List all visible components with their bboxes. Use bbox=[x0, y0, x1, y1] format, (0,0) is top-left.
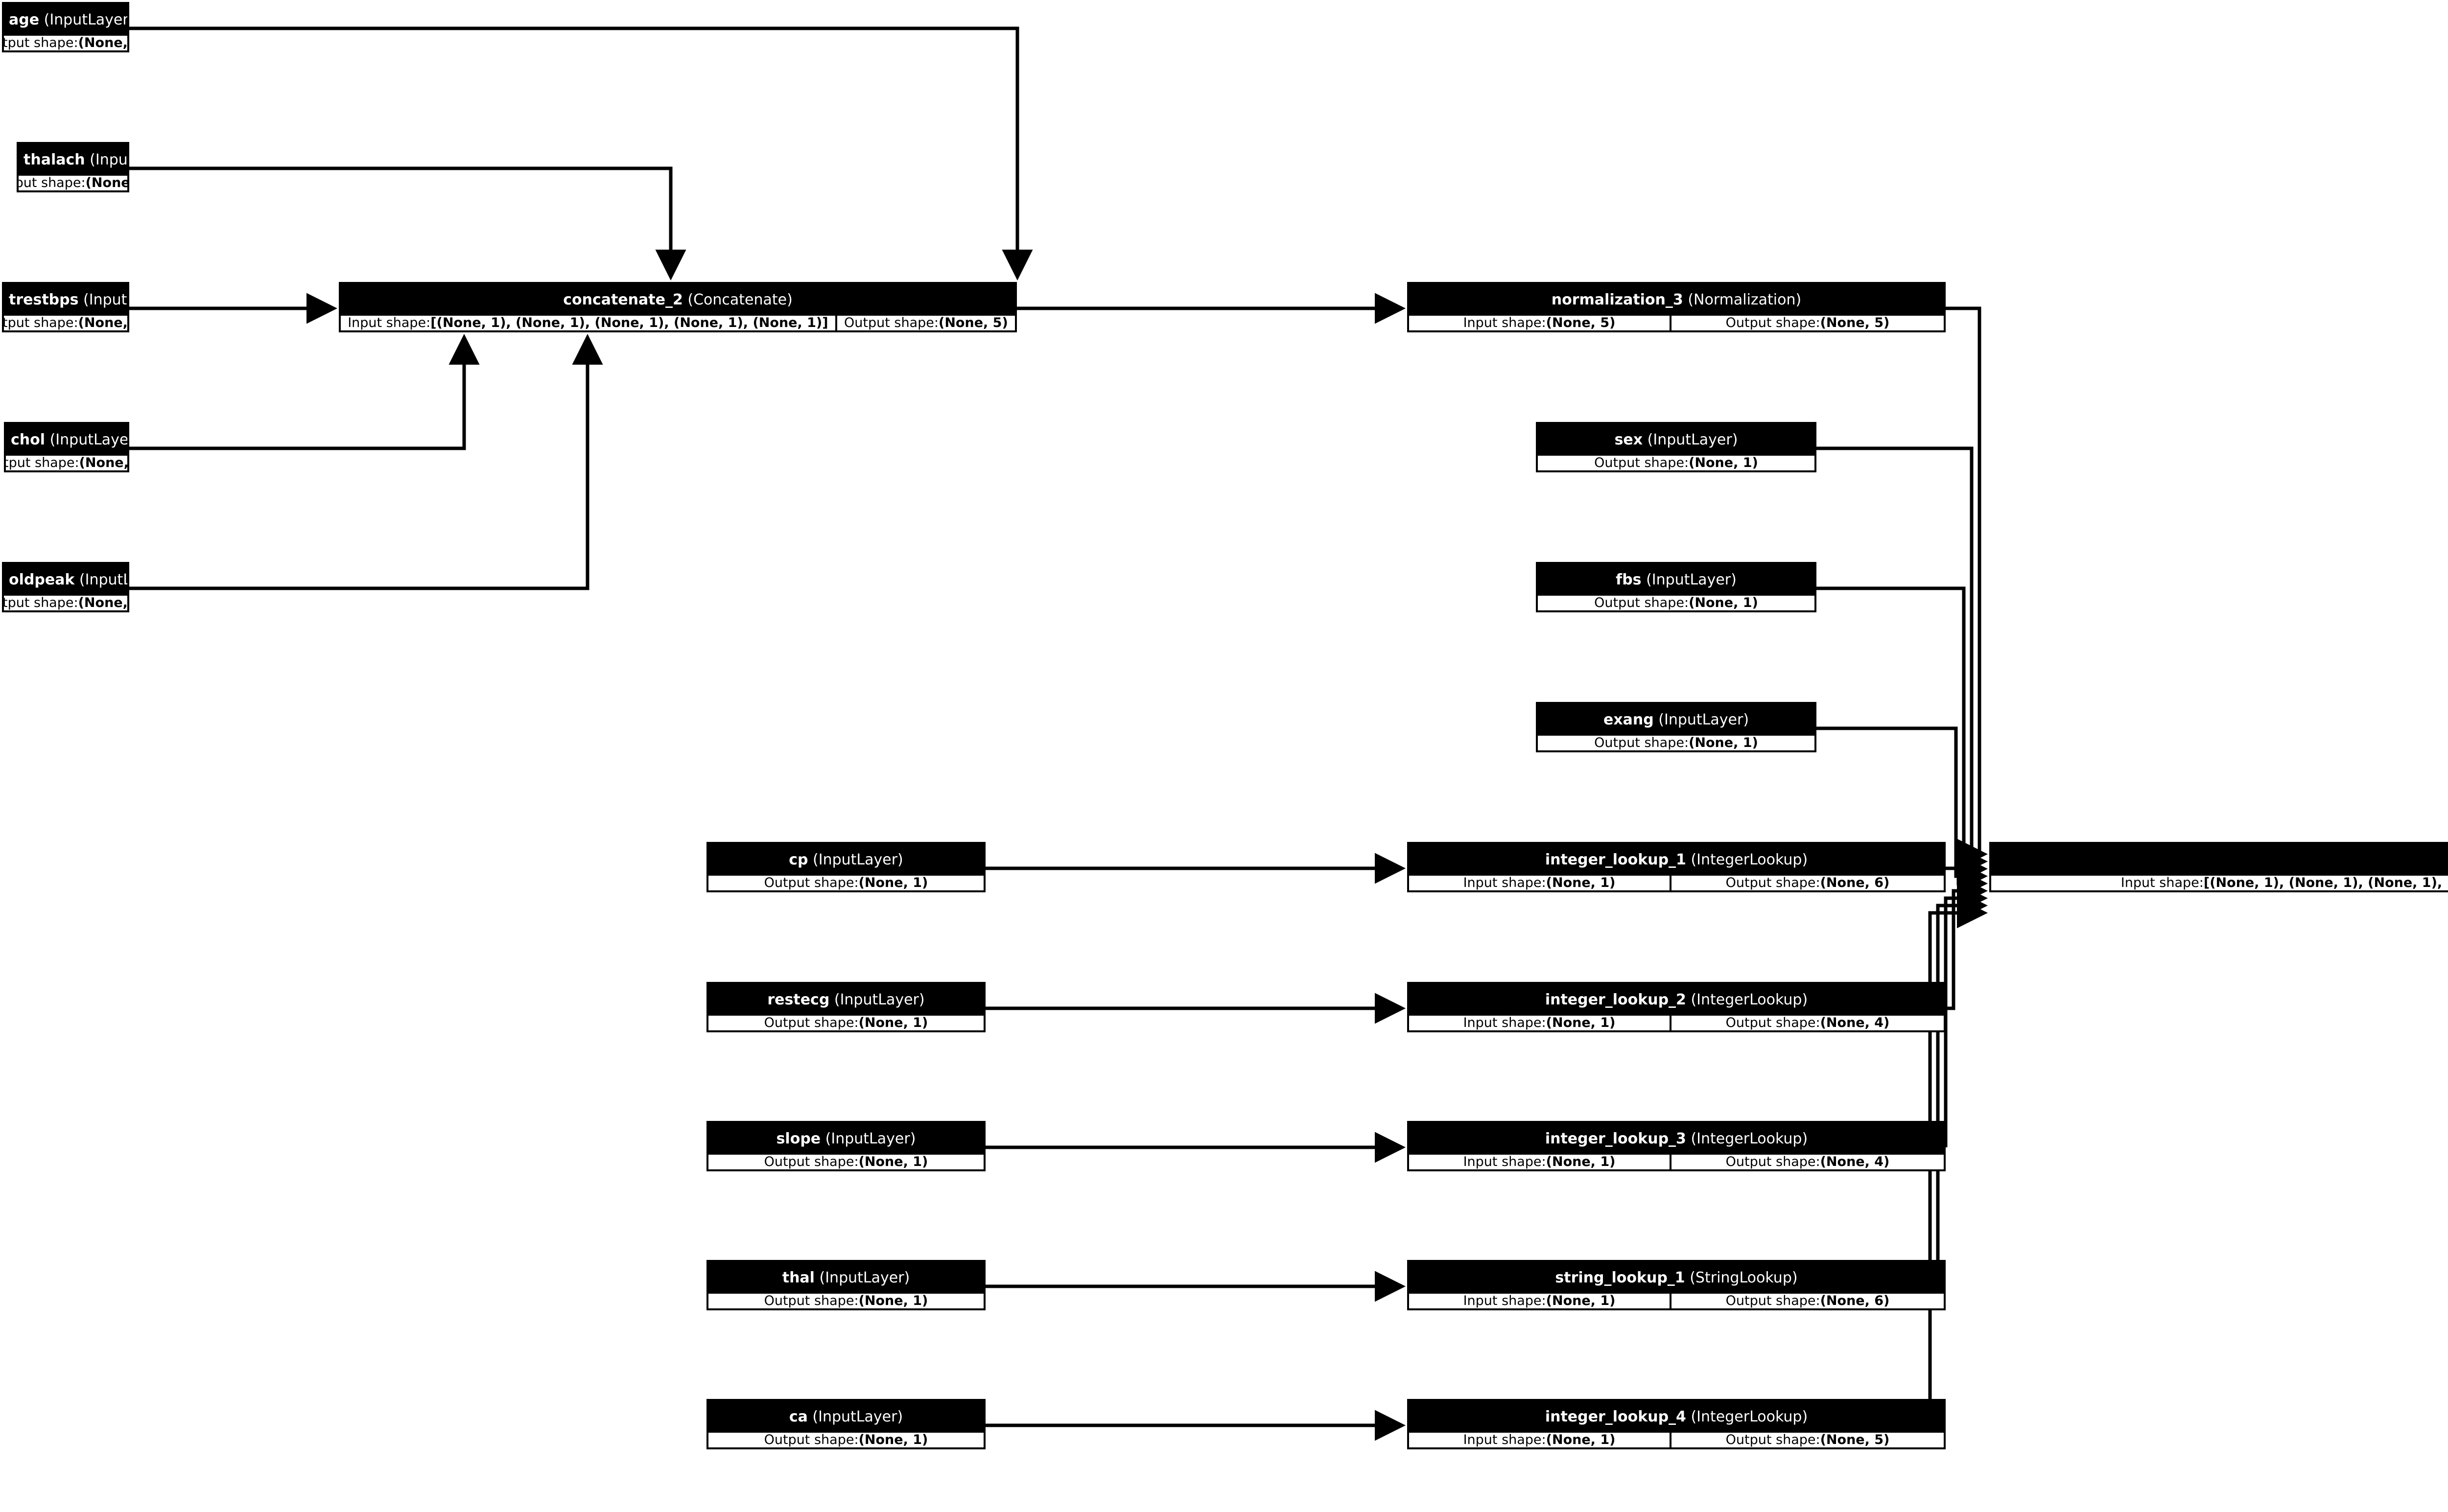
layer-title-thalach: thalach (InputLayer) bbox=[19, 144, 127, 176]
layer-shapes-concatenate_2: Input shape: [(None, 1), (None, 1), (Non… bbox=[341, 316, 1015, 330]
layer-node-concatenate_3: concatenate_3 (Concatenate)Input shape: … bbox=[1989, 842, 2448, 892]
layer-node-sex: sex (InputLayer)Output shape: (None, 1) bbox=[1536, 422, 1816, 472]
edge-chol-to-concatenate2 bbox=[129, 334, 480, 450]
layer-shapes-normalization_3: Input shape: (None, 5)Output shape: (Non… bbox=[1409, 316, 1944, 330]
layer-shapes-chol: Output shape: (None, 1) bbox=[6, 456, 127, 470]
output-shape-string_lookup_1: Output shape: (None, 6) bbox=[1671, 1294, 1944, 1308]
layer-node-slope: slope (InputLayer)Output shape: (None, 1… bbox=[706, 1121, 986, 1171]
edge-integerlookup2-to-concatenate3 bbox=[1946, 875, 1988, 1010]
input-shape-concatenate_3: Input shape: [(None, 1), (None, 1), (Non… bbox=[1991, 876, 2448, 890]
layer-title-integer_lookup_4: integer_lookup_4 (IntegerLookup) bbox=[1409, 1401, 1944, 1433]
layer-shapes-exang: Output shape: (None, 1) bbox=[1538, 736, 1814, 750]
layer-node-trestbps: trestbps (InputLayer)Output shape: (None… bbox=[2, 282, 129, 332]
output-shape-sex: Output shape: (None, 1) bbox=[1538, 456, 1814, 470]
output-shape-thalach: Output shape: (None, 1) bbox=[19, 176, 127, 190]
layer-node-thal: thal (InputLayer)Output shape: (None, 1) bbox=[706, 1260, 986, 1310]
output-shape-oldpeak: Output shape: (None, 1) bbox=[4, 596, 127, 610]
input-shape-integer_lookup_1: Input shape: (None, 1) bbox=[1409, 876, 1670, 890]
edge-age-to-concatenate2 bbox=[129, 26, 1033, 280]
output-shape-chol: Output shape: (None, 1) bbox=[6, 456, 127, 470]
output-shape-exang: Output shape: (None, 1) bbox=[1538, 736, 1814, 750]
layer-node-age: age (InputLayer)Output shape: (None, 1) bbox=[2, 2, 129, 52]
layer-title-chol: chol (InputLayer) bbox=[6, 424, 127, 456]
edge-oldpeak-to-concatenate2 bbox=[129, 334, 603, 590]
layer-title-integer_lookup_3: integer_lookup_3 (IntegerLookup) bbox=[1409, 1123, 1944, 1155]
output-shape-integer_lookup_2: Output shape: (None, 4) bbox=[1671, 1016, 1944, 1030]
layer-shapes-fbs: Output shape: (None, 1) bbox=[1538, 596, 1814, 610]
layer-title-exang: exang (InputLayer) bbox=[1538, 704, 1814, 736]
layer-node-fbs: fbs (InputLayer)Output shape: (None, 1) bbox=[1536, 562, 1816, 612]
layer-node-integer_lookup_4: integer_lookup_4 (IntegerLookup)Input sh… bbox=[1407, 1399, 1946, 1449]
layer-title-integer_lookup_1: integer_lookup_1 (IntegerLookup) bbox=[1409, 844, 1944, 876]
layer-shapes-thalach: Output shape: (None, 1) bbox=[19, 176, 127, 190]
edge-sex-to-concatenate3 bbox=[1816, 446, 1988, 877]
layer-shapes-ca: Output shape: (None, 1) bbox=[708, 1433, 984, 1447]
input-shape-integer_lookup_4: Input shape: (None, 1) bbox=[1409, 1433, 1670, 1447]
output-shape-age: Output shape: (None, 1) bbox=[4, 36, 127, 50]
output-shape-restecg: Output shape: (None, 1) bbox=[708, 1016, 984, 1030]
layer-title-sex: sex (InputLayer) bbox=[1538, 424, 1814, 456]
input-shape-integer_lookup_3: Input shape: (None, 1) bbox=[1409, 1155, 1670, 1169]
layer-shapes-trestbps: Output shape: (None, 1) bbox=[4, 316, 127, 330]
layer-title-concatenate_2: concatenate_2 (Concatenate) bbox=[341, 284, 1015, 316]
input-shape-string_lookup_1: Input shape: (None, 1) bbox=[1409, 1294, 1670, 1308]
layer-node-integer_lookup_2: integer_lookup_2 (IntegerLookup)Input sh… bbox=[1407, 982, 1946, 1032]
edge-integerlookup3-to-concatenate3 bbox=[1944, 883, 1988, 1147]
output-shape-slope: Output shape: (None, 1) bbox=[708, 1155, 984, 1169]
layer-shapes-integer_lookup_3: Input shape: (None, 1)Output shape: (Non… bbox=[1409, 1155, 1944, 1169]
layer-title-thal: thal (InputLayer) bbox=[708, 1262, 984, 1294]
layer-node-cp: cp (InputLayer)Output shape: (None, 1) bbox=[706, 842, 986, 892]
layer-node-integer_lookup_3: integer_lookup_3 (IntegerLookup)Input sh… bbox=[1407, 1121, 1946, 1171]
layer-node-normalization_3: normalization_3 (Normalization)Input sha… bbox=[1407, 282, 1946, 332]
layer-title-cp: cp (InputLayer) bbox=[708, 844, 984, 876]
layer-node-thalach: thalach (InputLayer)Output shape: (None,… bbox=[17, 142, 129, 192]
layer-shapes-thal: Output shape: (None, 1) bbox=[708, 1294, 984, 1308]
input-shape-integer_lookup_2: Input shape: (None, 1) bbox=[1409, 1016, 1670, 1030]
output-shape-ca: Output shape: (None, 1) bbox=[708, 1433, 984, 1447]
layer-shapes-integer_lookup_1: Input shape: (None, 1)Output shape: (Non… bbox=[1409, 876, 1944, 890]
layer-title-oldpeak: oldpeak (InputLayer) bbox=[4, 564, 127, 596]
layer-node-chol: chol (InputLayer)Output shape: (None, 1) bbox=[4, 422, 129, 472]
layer-shapes-sex: Output shape: (None, 1) bbox=[1538, 456, 1814, 470]
layer-node-string_lookup_1: string_lookup_1 (StringLookup)Input shap… bbox=[1407, 1260, 1946, 1310]
output-shape-concatenate_2: Output shape: (None, 5) bbox=[837, 316, 1015, 330]
edge-thalach-to-concatenate2 bbox=[129, 166, 686, 280]
layer-node-exang: exang (InputLayer)Output shape: (None, 1… bbox=[1536, 702, 1816, 752]
output-shape-fbs: Output shape: (None, 1) bbox=[1538, 596, 1814, 610]
layer-title-normalization_3: normalization_3 (Normalization) bbox=[1409, 284, 1944, 316]
layer-shapes-string_lookup_1: Input shape: (None, 1)Output shape: (Non… bbox=[1409, 1294, 1944, 1308]
layer-shapes-oldpeak: Output shape: (None, 1) bbox=[4, 596, 127, 610]
output-shape-cp: Output shape: (None, 1) bbox=[708, 876, 984, 890]
layer-node-restecg: restecg (InputLayer)Output shape: (None,… bbox=[706, 982, 986, 1032]
layer-title-fbs: fbs (InputLayer) bbox=[1538, 564, 1814, 596]
output-shape-trestbps: Output shape: (None, 1) bbox=[4, 316, 127, 330]
layer-title-string_lookup_1: string_lookup_1 (StringLookup) bbox=[1409, 1262, 1944, 1294]
layer-node-concatenate_2: concatenate_2 (Concatenate)Input shape: … bbox=[339, 282, 1017, 332]
layer-shapes-integer_lookup_4: Input shape: (None, 1)Output shape: (Non… bbox=[1409, 1433, 1944, 1447]
output-shape-normalization_3: Output shape: (None, 5) bbox=[1671, 316, 1944, 330]
output-shape-integer_lookup_4: Output shape: (None, 5) bbox=[1671, 1433, 1944, 1447]
layer-title-ca: ca (InputLayer) bbox=[708, 1401, 984, 1433]
layer-title-integer_lookup_2: integer_lookup_2 (IntegerLookup) bbox=[1409, 984, 1944, 1016]
layer-node-oldpeak: oldpeak (InputLayer)Output shape: (None,… bbox=[2, 562, 129, 612]
layer-title-restecg: restecg (InputLayer) bbox=[708, 984, 984, 1016]
input-shape-normalization_3: Input shape: (None, 5) bbox=[1409, 316, 1670, 330]
layer-title-concatenate_3: concatenate_3 (Concatenate) bbox=[1991, 844, 2448, 876]
layer-shapes-age: Output shape: (None, 1) bbox=[4, 36, 127, 50]
layer-shapes-integer_lookup_2: Input shape: (None, 1)Output shape: (Non… bbox=[1409, 1016, 1944, 1030]
input-shape-concatenate_2: Input shape: [(None, 1), (None, 1), (Non… bbox=[341, 316, 835, 330]
layer-node-integer_lookup_1: integer_lookup_1 (IntegerLookup)Input sh… bbox=[1407, 842, 1946, 892]
output-shape-thal: Output shape: (None, 1) bbox=[708, 1294, 984, 1308]
layer-title-trestbps: trestbps (InputLayer) bbox=[4, 284, 127, 316]
output-shape-integer_lookup_3: Output shape: (None, 4) bbox=[1671, 1155, 1944, 1169]
layer-title-age: age (InputLayer) bbox=[4, 4, 127, 36]
output-shape-integer_lookup_1: Output shape: (None, 6) bbox=[1671, 876, 1944, 890]
layer-title-slope: slope (InputLayer) bbox=[708, 1123, 984, 1155]
layer-shapes-concatenate_3: Input shape: [(None, 1), (None, 1), (Non… bbox=[1991, 876, 2448, 890]
layer-node-ca: ca (InputLayer)Output shape: (None, 1) bbox=[706, 1399, 986, 1449]
layer-shapes-restecg: Output shape: (None, 1) bbox=[708, 1016, 984, 1030]
layer-shapes-slope: Output shape: (None, 1) bbox=[708, 1155, 984, 1169]
layer-shapes-cp: Output shape: (None, 1) bbox=[708, 876, 984, 890]
